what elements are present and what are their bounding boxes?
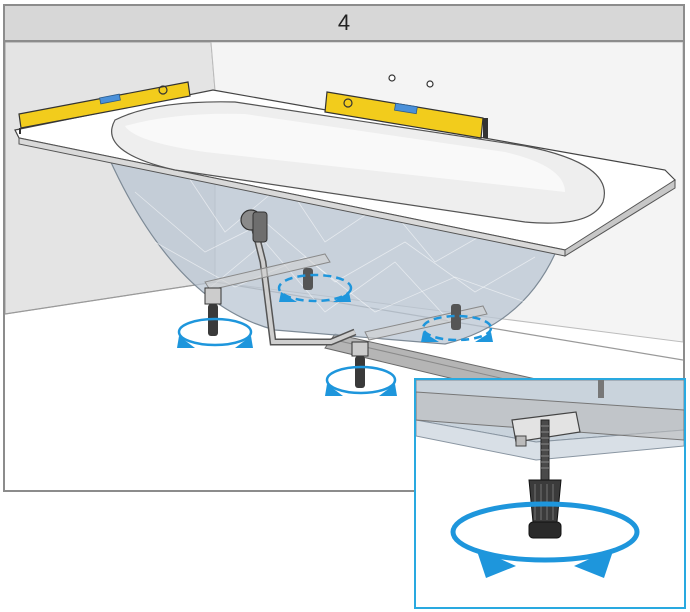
- adjustable-foot: [528, 479, 562, 539]
- drain-pipe: [240, 209, 357, 346]
- rotate-arrow-icon: [421, 314, 493, 342]
- rotate-arrow-icon: [277, 273, 353, 303]
- adjustable-foot: [451, 304, 461, 330]
- adjustable-foot: [204, 287, 222, 336]
- foot-adjustment-detail: [416, 380, 684, 578]
- adjustable-foot: [351, 341, 369, 388]
- adjustable-foot: [303, 268, 313, 290]
- step-number: 4: [5, 6, 683, 42]
- rotate-arrow-icon: [450, 501, 640, 578]
- spirit-level-right: [324, 91, 488, 139]
- rotate-arrow-icon: [177, 317, 253, 348]
- detail-inset: [414, 378, 686, 609]
- rotate-arrow-icon: [325, 365, 397, 396]
- spirit-level-left: [18, 81, 191, 134]
